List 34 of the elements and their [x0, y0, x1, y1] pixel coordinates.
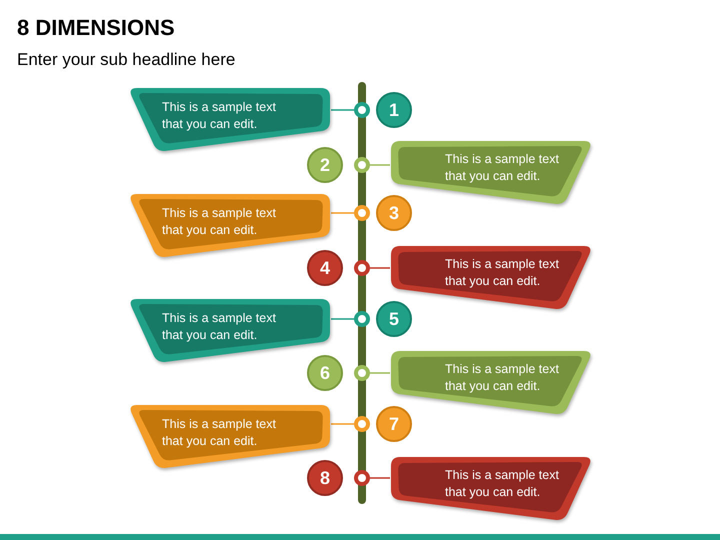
leader-line — [370, 372, 390, 374]
step-number-circle: 3 — [376, 195, 412, 231]
step-number-circle: 5 — [376, 301, 412, 337]
leader-line — [370, 477, 390, 479]
step-number-circle: 1 — [376, 92, 412, 128]
ring-icon — [354, 260, 370, 276]
callout-text: This is a sample text that you can edit. — [162, 310, 277, 344]
callout-text: This is a sample text that you can edit. — [445, 466, 560, 500]
leader-line — [331, 423, 354, 425]
ring-icon — [354, 157, 370, 173]
title: 8 DIMENSIONS — [17, 15, 175, 41]
leader-line — [370, 164, 390, 166]
step-number-circle: 4 — [307, 250, 343, 286]
callout-text: This is a sample text that you can edit. — [445, 360, 560, 394]
leader-line — [331, 109, 354, 111]
callout-text: This is a sample text that you can edit. — [445, 256, 560, 290]
ring-icon — [354, 416, 370, 432]
ring-icon — [354, 311, 370, 327]
step-number-circle: 6 — [307, 355, 343, 391]
callout-text: This is a sample text that you can edit. — [162, 416, 277, 450]
leader-line — [370, 267, 390, 269]
step-number-circle: 7 — [376, 406, 412, 442]
callout-text: This is a sample text that you can edit. — [445, 150, 560, 184]
ring-icon — [354, 470, 370, 486]
leader-line — [331, 318, 354, 320]
step-number-circle: 2 — [307, 147, 343, 183]
step-number-circle: 8 — [307, 460, 343, 496]
ring-icon — [354, 365, 370, 381]
subtitle: Enter your sub headline here — [17, 50, 236, 70]
ring-icon — [354, 102, 370, 118]
ring-icon — [354, 205, 370, 221]
callout-text: This is a sample text that you can edit. — [162, 98, 277, 132]
leader-line — [331, 212, 354, 214]
callout-text: This is a sample text that you can edit. — [162, 204, 277, 238]
